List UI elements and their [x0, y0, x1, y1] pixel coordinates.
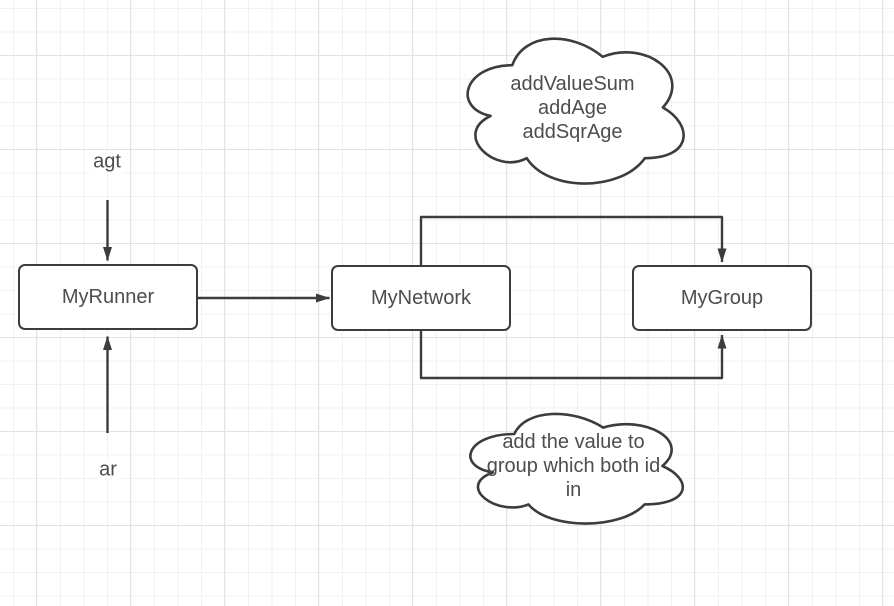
- edge-mynetwork-to-mygroup-bottom[interactable]: [419, 331, 727, 380]
- node-mynetwork-label: MyNetwork: [370, 286, 471, 309]
- cloud-shape-note[interactable]: [469, 412, 685, 525]
- node-mygroup[interactable]: MyGroup: [632, 265, 812, 331]
- node-myrunner[interactable]: MyRunner: [18, 264, 198, 330]
- node-mygroup-label: MyGroup: [680, 286, 764, 309]
- edge-label-ar[interactable]: ar: [96, 458, 120, 482]
- edge-mynetwork-to-mygroup-top[interactable]: [419, 215, 727, 265]
- node-myrunner-label: MyRunner: [61, 285, 155, 308]
- edge-label-agt[interactable]: agt: [90, 150, 124, 174]
- cloud-shape-methods[interactable]: [466, 37, 685, 185]
- node-mynetwork[interactable]: MyNetwork: [331, 265, 511, 331]
